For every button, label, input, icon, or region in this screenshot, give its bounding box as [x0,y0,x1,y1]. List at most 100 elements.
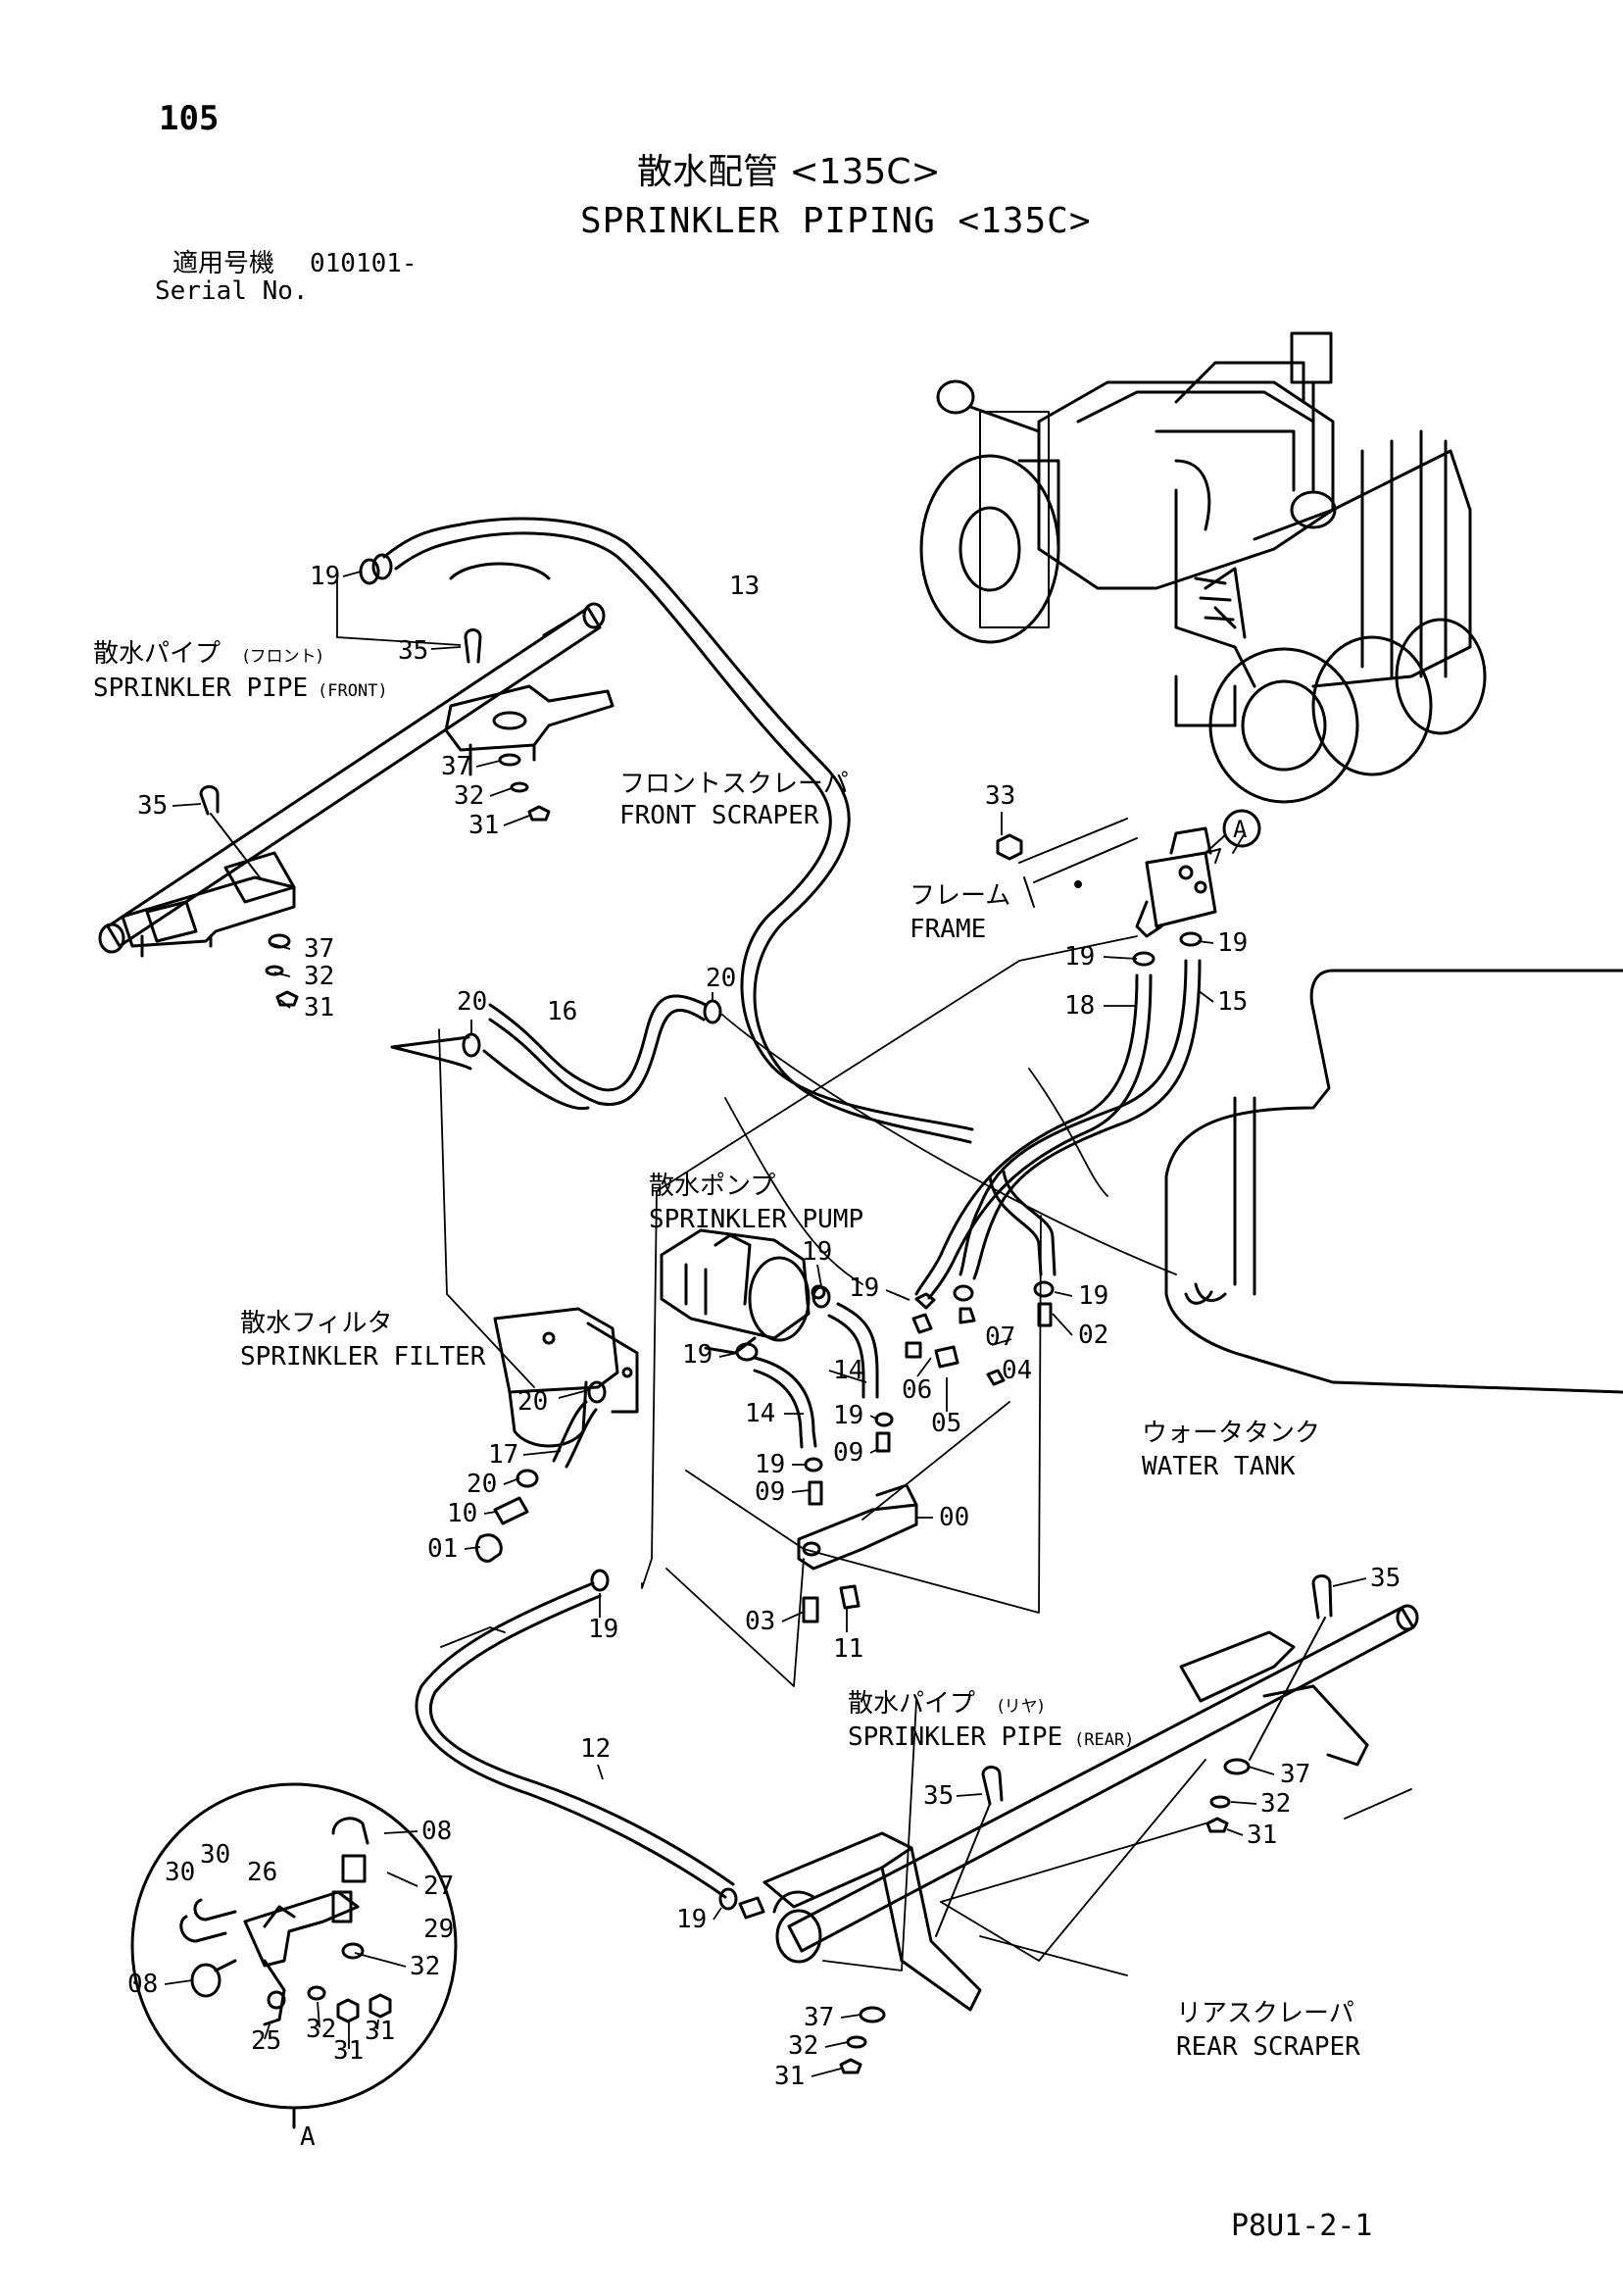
pump-fittings [735,1280,1055,1506]
callout: 19 [1217,928,1248,958]
label-filter-en: SPRINKLER FILTER [240,1342,486,1372]
callout: 09 [755,1477,785,1507]
serial-label-english: Serial No. [155,276,309,306]
label-pump-en: SPRINKLER PUMP [649,1205,863,1234]
callout: 31 [774,2062,805,2091]
callout: 17 [488,1440,518,1470]
detail-circle-a-label: A [300,2122,316,2152]
hose-clamp-19-top [359,553,393,585]
page-title-japanese: 散水配管 <135C> [637,152,941,192]
label-tank-en: WATER TANK [1142,1452,1296,1481]
hose-14-right [827,1302,879,1399]
u-bolt-35-rear-right [1311,1574,1333,1620]
callout: 10 [447,1499,477,1528]
label-front-pipe-en: SPRINKLER PIPE [93,674,308,703]
callout-numbers: 19 35 13 37 32 31 35 37 32 31 33 19 19 1… [127,562,1401,2091]
callout: 25 [251,2026,281,2056]
component-labels: 散水パイプ (フロント) SPRINKLER PIPE (FRONT) フロント… [93,639,1360,2152]
callout-leaders [164,571,1367,2077]
callout: 05 [931,1409,961,1438]
callout: 02 [1078,1321,1108,1350]
hose-18 [914,973,1153,1300]
bolt-33 [996,833,1023,861]
callout: 08 [127,1970,158,1999]
detail-marker-a-label: A [1233,816,1248,843]
callout: 30 [165,1858,195,1887]
callout: 20 [706,964,736,993]
callout: 19 [833,1401,863,1430]
u-bolt-35-rear-left [981,1766,1004,1806]
callout: 32 [304,962,334,991]
u-bolt-35-left [199,785,220,816]
callout: 33 [985,781,1015,811]
callout: 20 [467,1470,497,1499]
callout: 35 [923,1781,954,1811]
clamp-20-left [462,1032,481,1058]
u-bolt-35-front [464,628,482,664]
callout: 19 [682,1340,713,1370]
callout: 35 [137,791,168,821]
callout: 14 [745,1399,775,1428]
label-rear-pipe-en: SPRINKLER PIPE [848,1722,1062,1752]
front-sprinkler-pipe [98,562,606,954]
callout: 29 [423,1915,454,1944]
callout: 19 [676,1905,707,1934]
label-filter-jp: 散水フィルタ [240,1309,392,1338]
label-front-pipe-jp-small: (フロント) [243,647,322,667]
callout: 37 [441,752,471,781]
label-front-scraper-jp: フロントスクレーパ [619,770,849,799]
callout: 20 [457,987,487,1017]
roller-machine-illustration [919,331,1487,804]
callout: 35 [1370,1564,1401,1593]
callout: 18 [1064,991,1095,1021]
callout: 19 [755,1450,785,1479]
callout: 08 [421,1817,452,1846]
callout: 19 [802,1237,832,1267]
hose-17 [552,1400,598,1469]
callout: 31 [1247,1821,1277,1850]
hose-14-left [753,1356,817,1449]
detail-marker-a [1222,809,1261,848]
hose-return [988,1170,1057,1276]
callout: 19 [588,1615,618,1644]
callout: 16 [547,997,577,1026]
fitting-10 [493,1496,529,1525]
callout: 31 [304,993,334,1023]
callout: 00 [939,1503,969,1532]
page-number: 105 [159,99,220,138]
hose-12 [415,1581,735,1899]
distribution-block [1135,826,1217,938]
callout: 32 [1260,1789,1291,1819]
callout: 37 [1280,1760,1310,1789]
sprinkler-pump [660,1228,826,1355]
hose-15 [959,959,1202,1280]
front-scraper-left [121,875,296,958]
callout: 32 [788,2031,818,2061]
label-rear-pipe-jp: 散水パイプ [848,1689,975,1719]
callout: 12 [580,1734,611,1764]
water-tank [1164,969,1623,1394]
label-tank-jp: ウォータタンク [1142,1419,1320,1448]
callout: 07 [985,1323,1015,1352]
callout: 32 [306,2015,336,2044]
label-rear-scraper-jp: リアスクレーパ [1176,1999,1354,2028]
callout: 09 [833,1438,863,1468]
callout: 20 [517,1387,548,1417]
callout: 37 [804,2003,834,2032]
clamp-20-right [703,999,722,1024]
callout: 30 [200,1840,230,1870]
label-rear-scraper-en: REAR SCRAPER [1176,2032,1360,2062]
callout: 04 [1002,1356,1032,1385]
callout: 37 [304,934,334,964]
label-frame-jp: フレーム [910,881,1010,911]
callout: 19 [849,1273,879,1303]
callout: 13 [729,572,760,601]
label-pump-jp: 散水ポンプ [649,1172,775,1201]
callout: 03 [745,1607,775,1636]
label-front-pipe-jp: 散水パイプ [93,639,221,669]
elbow-01 [474,1533,503,1563]
callout: 32 [454,781,484,811]
drawing-code: P8U1-2-1 [1231,2209,1373,2243]
pump-bracket-00 [797,1483,918,1623]
